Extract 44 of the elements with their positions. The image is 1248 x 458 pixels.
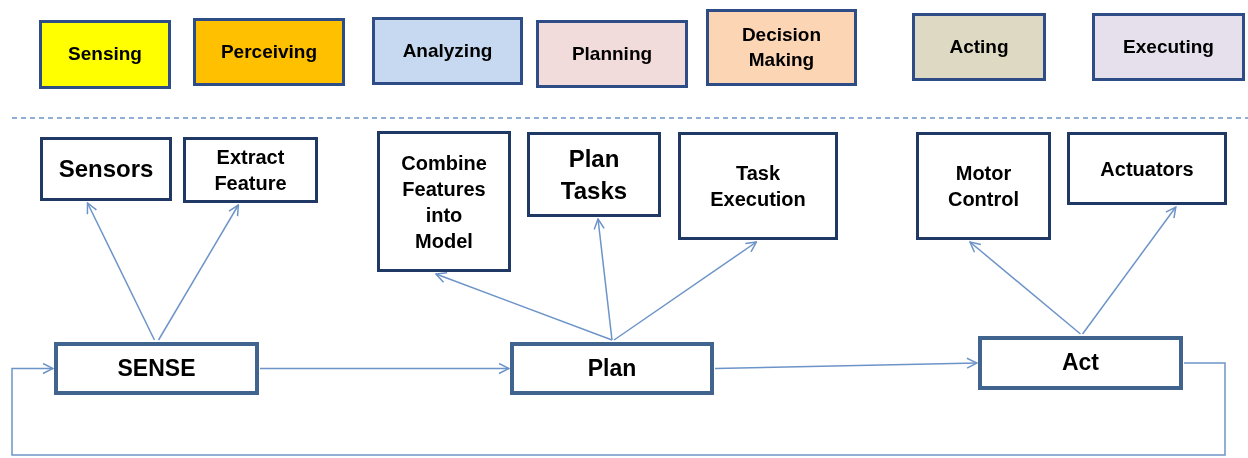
arrow — [157, 204, 240, 341]
category-box — [193, 18, 345, 86]
box-label: Plan — [587, 353, 637, 383]
task-box — [527, 132, 661, 217]
task-box — [40, 137, 172, 201]
box-label: Actuators — [1100, 156, 1194, 182]
arrow — [1081, 206, 1177, 335]
stage-box — [54, 342, 259, 395]
task-box — [377, 131, 511, 272]
box-label: Motor Control — [946, 161, 1021, 212]
box-label: Task Execution — [709, 161, 807, 212]
task-box — [916, 132, 1051, 240]
box-label: Planning — [571, 41, 653, 66]
category-box — [536, 20, 688, 88]
box-label: Decision Making — [740, 22, 823, 72]
box-label: Perceiving — [220, 39, 318, 64]
category-box — [1092, 13, 1245, 81]
box-label: Analyzing — [402, 38, 493, 63]
task-box — [1067, 132, 1227, 205]
box-label: Executing — [1123, 34, 1214, 59]
box-label: SENSE — [117, 353, 196, 383]
arrow — [86, 202, 156, 341]
arrow — [593, 218, 613, 341]
box-label: Sensing — [68, 42, 142, 67]
stage-box — [978, 336, 1183, 390]
category-box — [372, 17, 523, 85]
category-box — [706, 9, 857, 86]
arrow — [969, 241, 1082, 335]
category-box — [912, 13, 1046, 81]
arrow — [435, 272, 613, 341]
box-label: Acting — [949, 34, 1009, 59]
task-box — [183, 137, 318, 203]
box-label: Combine Features into Model — [400, 150, 488, 254]
box-label: Plan Tasks — [559, 144, 629, 206]
category-box — [39, 20, 171, 89]
arrow — [613, 241, 758, 341]
task-box — [678, 132, 838, 240]
stage-box — [510, 342, 714, 395]
arrow — [714, 357, 978, 370]
arrow — [259, 362, 510, 375]
box-label: Extract Feature — [213, 145, 288, 196]
box-label: Sensors — [58, 154, 154, 185]
arrow — [11, 362, 1226, 456]
box-label: Act — [1061, 348, 1100, 378]
